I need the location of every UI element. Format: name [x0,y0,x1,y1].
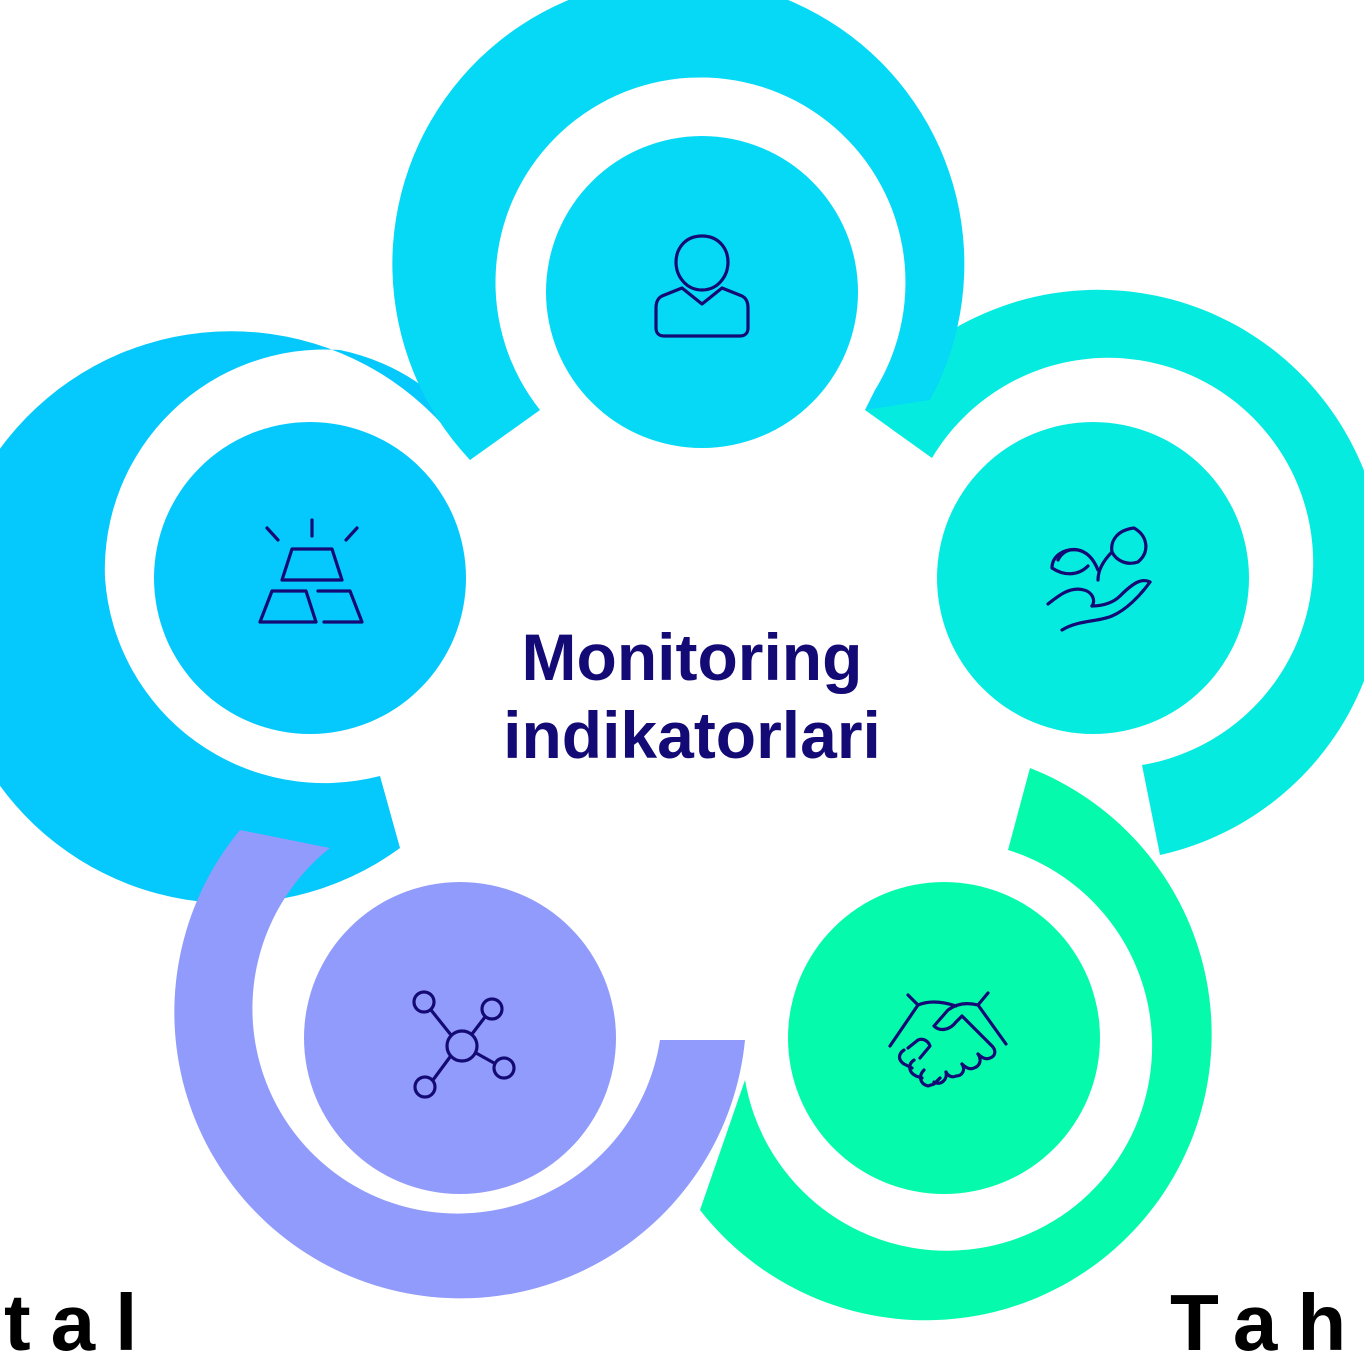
node-right-circle [937,422,1249,734]
node-top-circle [546,136,858,448]
center-title-line2: indikatorlari [503,698,881,772]
node-left-circle [154,422,466,734]
ring-bottom-left [174,830,746,1299]
handshake-icon [888,991,1008,1088]
ring-left [0,331,470,904]
gold-bars-icon [258,518,364,624]
inner-circles [154,136,1249,1194]
node-bottom-right-circle [788,882,1100,1194]
monitoring-indicators-diagram [0,0,1364,1321]
center-title-line1: Monitoring [521,620,863,694]
outer-rings [0,0,1364,1321]
bottom-label-left: tal [4,1278,158,1367]
network-icon [412,990,516,1099]
person-icon [654,234,750,338]
bottom-label-right: Tahi [1170,1278,1364,1367]
plant-in-hand-icon [1046,526,1152,632]
center-title: Monitoring indikatorlari [432,618,952,774]
node-bottom-left-circle [304,882,616,1194]
ring-top [392,0,965,460]
